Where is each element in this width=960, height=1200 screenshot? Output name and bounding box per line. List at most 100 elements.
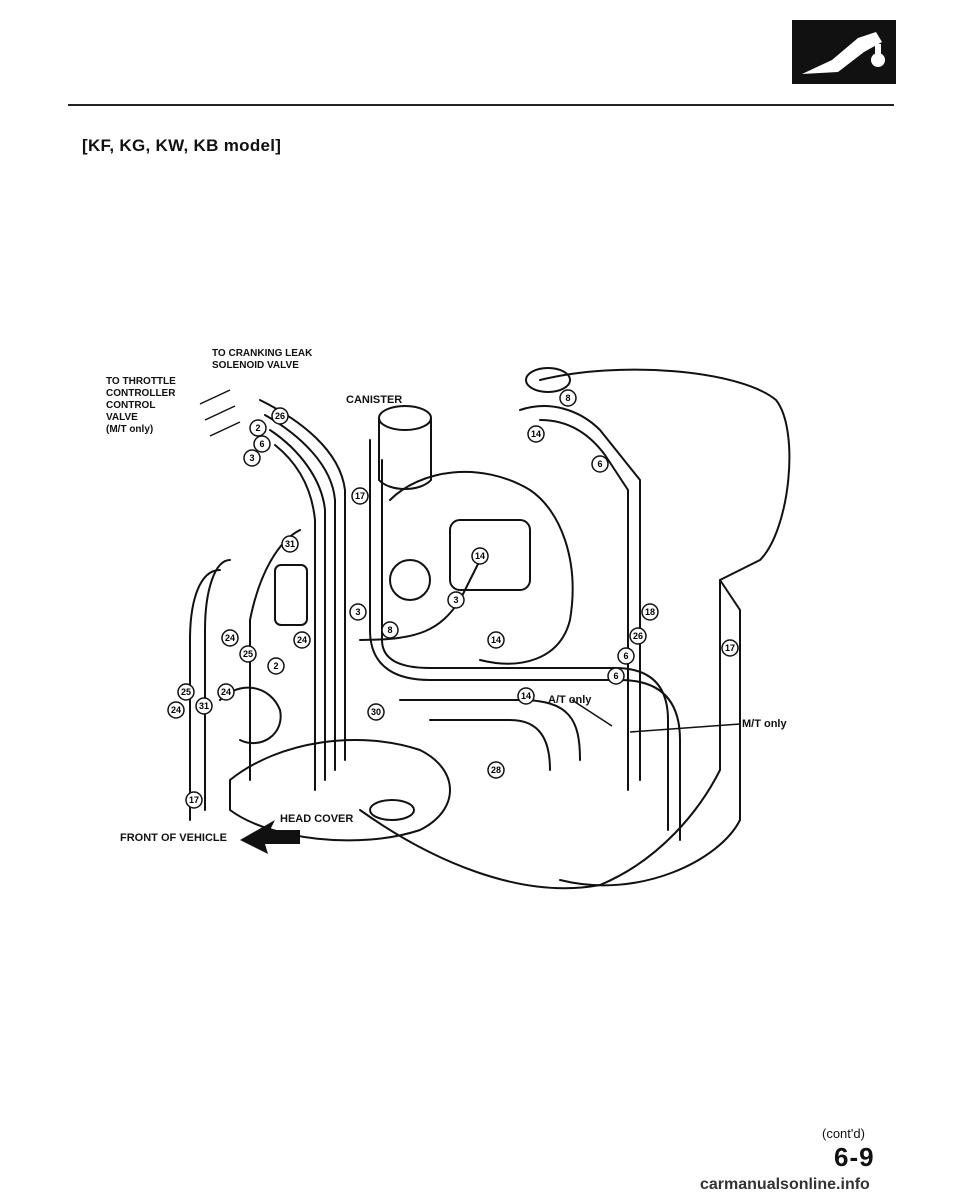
svg-text:17: 17 xyxy=(725,643,735,653)
callout-24: 24 xyxy=(221,629,239,647)
leader-at xyxy=(571,699,613,727)
callout-31: 31 xyxy=(195,697,213,715)
hose-5 xyxy=(369,439,681,841)
callout-2: 2 xyxy=(249,419,267,437)
svg-text:25: 25 xyxy=(243,649,253,659)
svg-text:14: 14 xyxy=(475,551,485,561)
callout-2: 2 xyxy=(267,657,285,675)
section-icon xyxy=(792,20,896,84)
svg-text:14: 14 xyxy=(521,691,531,701)
svg-text:2: 2 xyxy=(255,423,260,433)
label-mt-only: M/T only xyxy=(742,718,787,730)
vacuum-hose-diagram: TO THROTTLE CONTROLLER CONTROL VALVE (M/… xyxy=(100,340,820,900)
svg-text:28: 28 xyxy=(491,765,501,775)
hose-7 xyxy=(519,405,641,781)
callout-26: 26 xyxy=(271,407,289,425)
engine-block-outline xyxy=(359,368,791,890)
callouts-layer: 26 2 6 3 8 14 6 17 31 14 3 3 8 14 24 24 … xyxy=(167,389,739,809)
leader-mt xyxy=(629,723,741,733)
hose-12 xyxy=(249,529,301,781)
svg-text:6: 6 xyxy=(259,439,264,449)
callout-6: 6 xyxy=(591,455,609,473)
callout-24: 24 xyxy=(167,701,185,719)
hose-15 xyxy=(429,719,551,771)
svg-text:17: 17 xyxy=(189,795,199,805)
callout-6: 6 xyxy=(253,435,271,453)
label-front-of-vehicle: FRONT OF VEHICLE xyxy=(120,832,227,844)
hose-11 xyxy=(204,559,231,811)
callout-3: 3 xyxy=(349,603,367,621)
callout-24: 24 xyxy=(217,683,235,701)
svg-text:6: 6 xyxy=(597,459,602,469)
svg-text:26: 26 xyxy=(633,631,643,641)
hose-3 xyxy=(269,429,326,781)
callout-6: 6 xyxy=(617,647,635,665)
callout-8: 8 xyxy=(559,389,577,407)
continued-note: (cont'd) xyxy=(822,1126,865,1141)
intake-manifold xyxy=(389,470,574,665)
svg-text:25: 25 xyxy=(181,687,191,697)
svg-text:8: 8 xyxy=(387,625,392,635)
header-rule xyxy=(68,104,894,106)
leader-throttle-2 xyxy=(204,405,236,421)
svg-text:31: 31 xyxy=(285,539,295,549)
callout-3: 3 xyxy=(243,449,261,467)
callout-25: 25 xyxy=(239,645,257,663)
air-chamber xyxy=(219,686,282,745)
label-to-cranking: TO CRANKING LEAK SOLENOID VALVE xyxy=(212,348,313,371)
svg-text:6: 6 xyxy=(623,651,628,661)
svg-text:30: 30 xyxy=(371,707,381,717)
top-sensor xyxy=(525,367,571,393)
svg-text:14: 14 xyxy=(531,429,541,439)
callout-14: 14 xyxy=(471,547,489,565)
solenoid-block xyxy=(274,564,308,626)
svg-text:14: 14 xyxy=(491,635,501,645)
callout-3: 3 xyxy=(447,591,465,609)
leader-throttle-1 xyxy=(199,389,231,405)
callout-17: 17 xyxy=(351,487,369,505)
svg-text:3: 3 xyxy=(355,607,360,617)
label-at-only: A/T only xyxy=(548,694,592,706)
hose-10 xyxy=(189,569,221,821)
callout-24: 24 xyxy=(293,631,311,649)
oil-filler-cap xyxy=(369,799,415,821)
callout-17: 17 xyxy=(721,639,739,657)
callout-17: 17 xyxy=(185,791,203,809)
callout-28: 28 xyxy=(487,761,505,779)
label-canister: CANISTER xyxy=(346,394,403,406)
hose-1 xyxy=(259,399,346,761)
svg-text:18: 18 xyxy=(645,607,655,617)
page-number: 6-9 xyxy=(834,1142,875,1172)
svg-text:17: 17 xyxy=(355,491,365,501)
callout-31: 31 xyxy=(281,535,299,553)
label-to-throttle: TO THROTTLE CONTROLLER CONTROL VALVE (M/… xyxy=(106,376,176,435)
throttle-body xyxy=(389,559,431,601)
svg-text:26: 26 xyxy=(275,411,285,421)
callout-25: 25 xyxy=(177,683,195,701)
svg-text:2: 2 xyxy=(273,661,278,671)
svg-text:8: 8 xyxy=(565,393,570,403)
callout-14: 14 xyxy=(487,631,505,649)
model-heading: [KF, KG, KW, KB model] xyxy=(82,136,282,155)
svg-text:3: 3 xyxy=(249,453,254,463)
svg-text:24: 24 xyxy=(225,633,235,643)
callout-14: 14 xyxy=(527,425,545,443)
callout-26: 26 xyxy=(629,627,647,645)
valve-body xyxy=(449,519,531,591)
watermark: carmanualsonline.info xyxy=(700,1176,870,1193)
svg-text:24: 24 xyxy=(297,635,307,645)
svg-text:24: 24 xyxy=(221,687,231,697)
svg-text:24: 24 xyxy=(171,705,181,715)
svg-text:3: 3 xyxy=(453,595,458,605)
callout-30: 30 xyxy=(367,703,385,721)
svg-text:31: 31 xyxy=(199,701,209,711)
label-head-cover: HEAD COVER xyxy=(280,813,354,825)
callout-18: 18 xyxy=(641,603,659,621)
svg-text:6: 6 xyxy=(613,671,618,681)
callout-14: 14 xyxy=(517,687,535,705)
callout-6: 6 xyxy=(607,667,625,685)
front-arrow-icon xyxy=(240,820,300,854)
callout-8: 8 xyxy=(381,621,399,639)
hose-9 xyxy=(559,579,741,887)
hose-8 xyxy=(539,419,629,791)
